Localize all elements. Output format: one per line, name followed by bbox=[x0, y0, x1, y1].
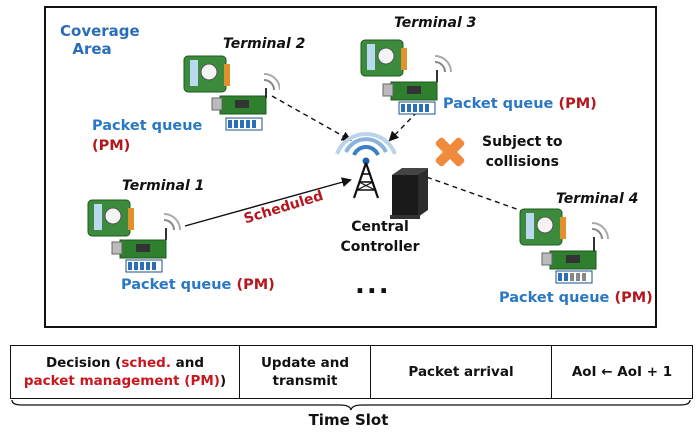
coverage-area-label: Coverage Area bbox=[60, 22, 140, 58]
time-slot-table: Decision (sched. and packet management (… bbox=[10, 345, 693, 399]
collision-cross-icon bbox=[435, 137, 465, 167]
link-terminal1 bbox=[184, 177, 352, 227]
terminal3-device-icon bbox=[360, 39, 452, 115]
terminal4-label: Terminal 4 bbox=[556, 191, 639, 207]
terminal4-queue-label: Packet queue (PM) bbox=[499, 290, 653, 306]
cell-decision: Decision (sched. and packet management (… bbox=[11, 346, 240, 398]
cell-aoi-update: AoI ← AoI + 1 bbox=[571, 364, 673, 380]
coverage-area-frame bbox=[44, 6, 657, 328]
link-terminal3 bbox=[388, 111, 418, 142]
terminal3-label: Terminal 3 bbox=[394, 15, 477, 31]
terminal2-device-icon bbox=[183, 55, 280, 131]
terminal4-device-icon bbox=[519, 208, 609, 284]
terminal2-queue-label: Packet queue (PM) bbox=[92, 118, 203, 154]
left-arrow-icon: ← bbox=[601, 364, 613, 380]
antenna-tower-icon bbox=[335, 132, 397, 199]
terminal2-label: Terminal 2 bbox=[223, 36, 306, 52]
cell-packet-arrival: Packet arrival bbox=[371, 346, 552, 398]
terminal3-queue-label: Packet queue (PM) bbox=[443, 96, 597, 112]
terminal1-queue-label: Packet queue (PM) bbox=[121, 277, 275, 293]
time-slot-brace bbox=[11, 399, 691, 411]
terminal1-label: Terminal 1 bbox=[122, 178, 205, 194]
collision-note: Subject to collisions bbox=[482, 134, 563, 170]
ellipsis: ... bbox=[355, 270, 391, 300]
terminal1-device-icon bbox=[87, 199, 181, 273]
central-controller-label: Central Controller bbox=[340, 219, 420, 255]
server-icon bbox=[390, 168, 428, 219]
link-terminal4 bbox=[416, 171, 526, 213]
link-terminal2 bbox=[271, 95, 352, 141]
time-slot-caption: Time Slot bbox=[308, 411, 389, 429]
